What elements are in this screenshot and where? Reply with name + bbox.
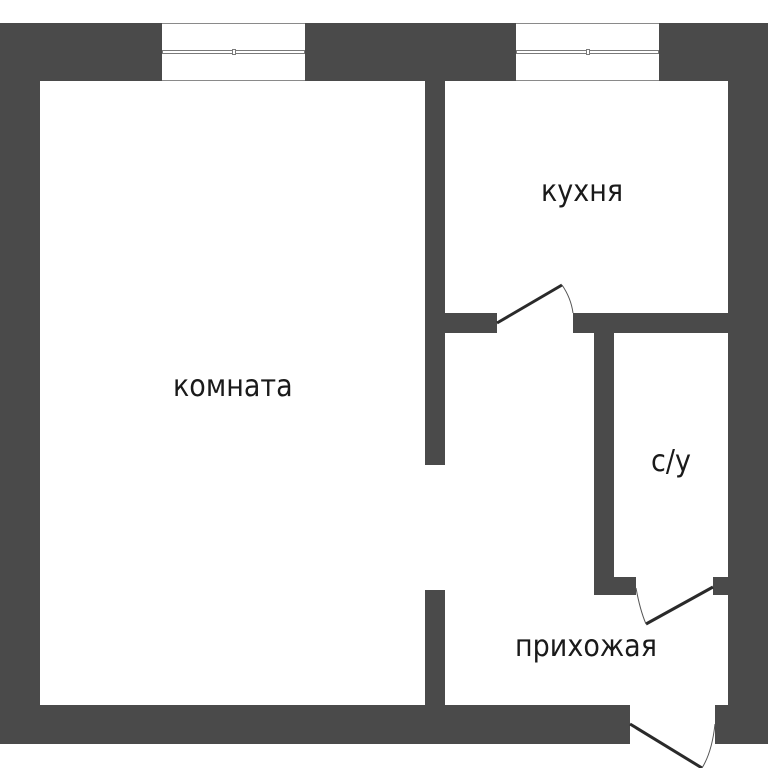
window-mullion [585, 49, 590, 55]
kitchen-wall-right-segment [573, 313, 728, 333]
window-mullion [231, 49, 236, 55]
door-entrance [629, 722, 716, 768]
bathroom-label: с/у [651, 444, 691, 479]
partition-room-upper [425, 81, 445, 465]
bathroom-wall-bottom-stub-left [594, 577, 636, 595]
bathroom-wall-bottom-stub-right [713, 577, 728, 595]
door-bathroom [635, 585, 714, 626]
hallway-label: прихожая [515, 629, 657, 664]
kitchen-label: кухня [541, 174, 624, 209]
outer-wall-right [728, 23, 768, 744]
kitchen-wall-left-segment [445, 313, 497, 333]
window-room [162, 23, 305, 81]
partition-room-lower [425, 590, 445, 705]
outer-wall-left [0, 23, 40, 744]
door-kitchen [496, 283, 574, 325]
window-kitchen [516, 23, 659, 81]
outer-wall-bottom-right [715, 705, 768, 744]
bathroom-wall-left [594, 333, 614, 595]
room-label: комната [173, 369, 293, 404]
outer-wall-bottom-left [0, 705, 630, 744]
